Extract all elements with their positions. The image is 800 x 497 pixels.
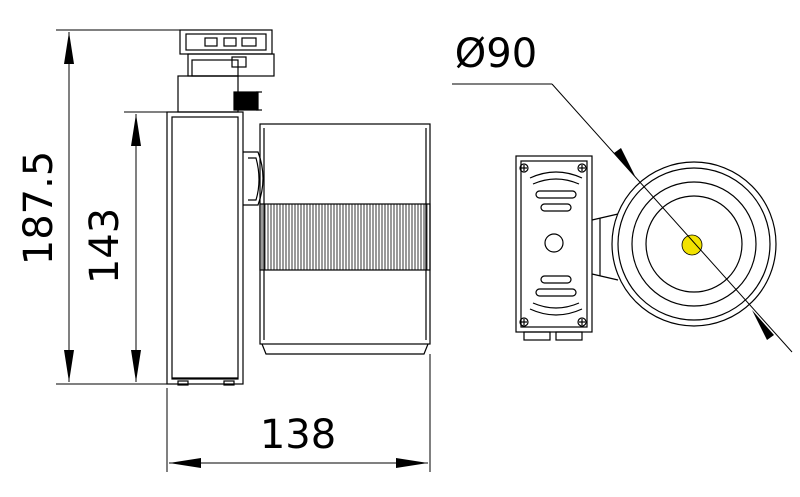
led-lens [681,234,703,256]
front-view [515,155,777,341]
neck [243,151,264,206]
diameter-leader [452,83,793,353]
lamp-head-front [611,161,777,327]
dimension-lines [56,29,431,472]
track-adapter [177,29,275,113]
driver-housing [166,111,244,386]
dimension-label-overall-height: 187.5 [16,151,62,266]
dimension-label-body-height: 143 [82,208,128,284]
head-bridge [591,213,619,281]
heat-sink-fins [259,203,431,271]
dimension-label-depth: 138 [260,412,336,458]
fin-band [259,203,431,271]
dimension-label-diameter: Ø90 [455,31,537,77]
side-view [166,29,431,386]
mounting-plate [515,155,593,341]
locking-knob [233,91,259,111]
lamp-head [259,123,431,355]
